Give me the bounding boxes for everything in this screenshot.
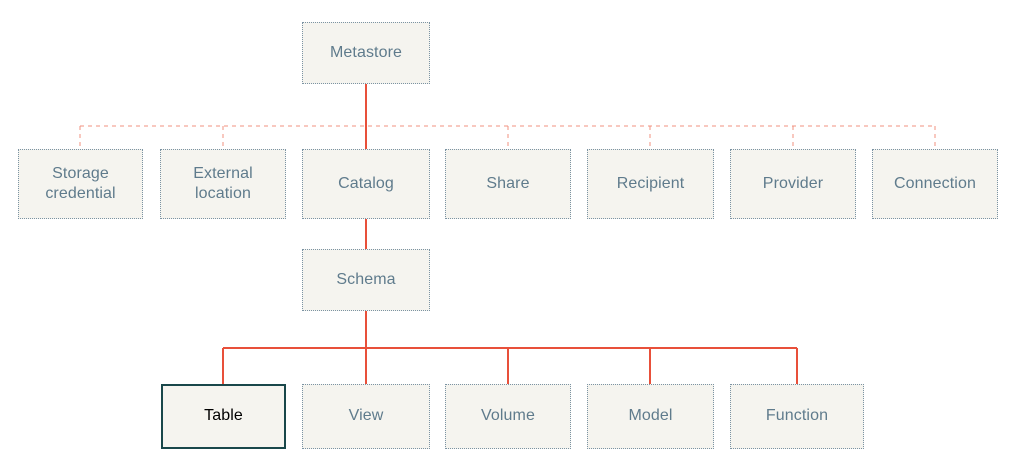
node-storage-credential[interactable]: Storage credential: [18, 149, 143, 219]
node-recipient[interactable]: Recipient: [587, 149, 714, 219]
node-table[interactable]: Table: [161, 384, 286, 449]
node-schema[interactable]: Schema: [302, 249, 430, 311]
node-provider[interactable]: Provider: [730, 149, 856, 219]
node-metastore[interactable]: Metastore: [302, 22, 430, 84]
node-share[interactable]: Share: [445, 149, 571, 219]
node-model[interactable]: Model: [587, 384, 714, 449]
node-connection[interactable]: Connection: [872, 149, 998, 219]
node-function[interactable]: Function: [730, 384, 864, 449]
node-catalog[interactable]: Catalog: [302, 149, 430, 219]
node-view[interactable]: View: [302, 384, 430, 449]
node-external-location[interactable]: External location: [160, 149, 286, 219]
node-volume[interactable]: Volume: [445, 384, 571, 449]
